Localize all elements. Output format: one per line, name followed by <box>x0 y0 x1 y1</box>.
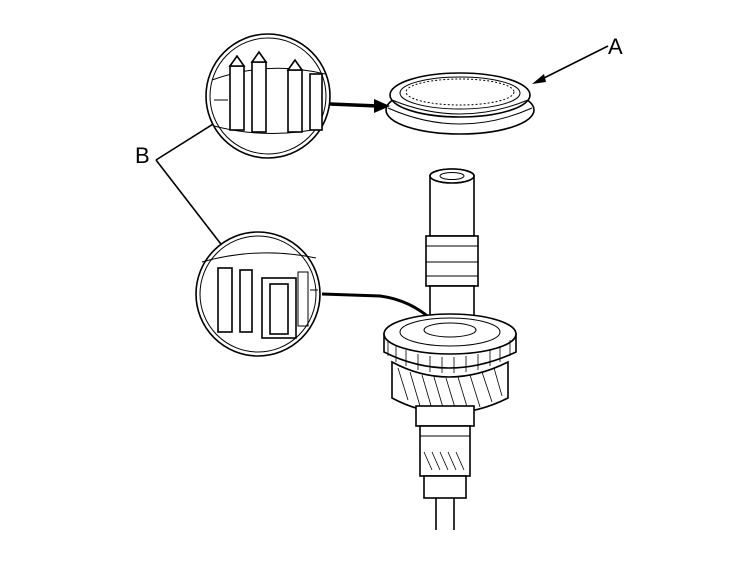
detail-pointer-arrow-upper <box>329 99 390 113</box>
leader-line-a <box>532 45 609 84</box>
detail-view-ring-teeth <box>205 33 331 159</box>
callout-label-a: A <box>608 34 623 59</box>
callout-label-b: B <box>135 143 150 168</box>
synchro-hub-gear <box>383 313 517 414</box>
synchro-ring <box>385 72 535 135</box>
mainshaft-lower <box>415 405 475 530</box>
mainshaft <box>425 168 479 323</box>
detail-view-hub-slots <box>195 231 321 357</box>
